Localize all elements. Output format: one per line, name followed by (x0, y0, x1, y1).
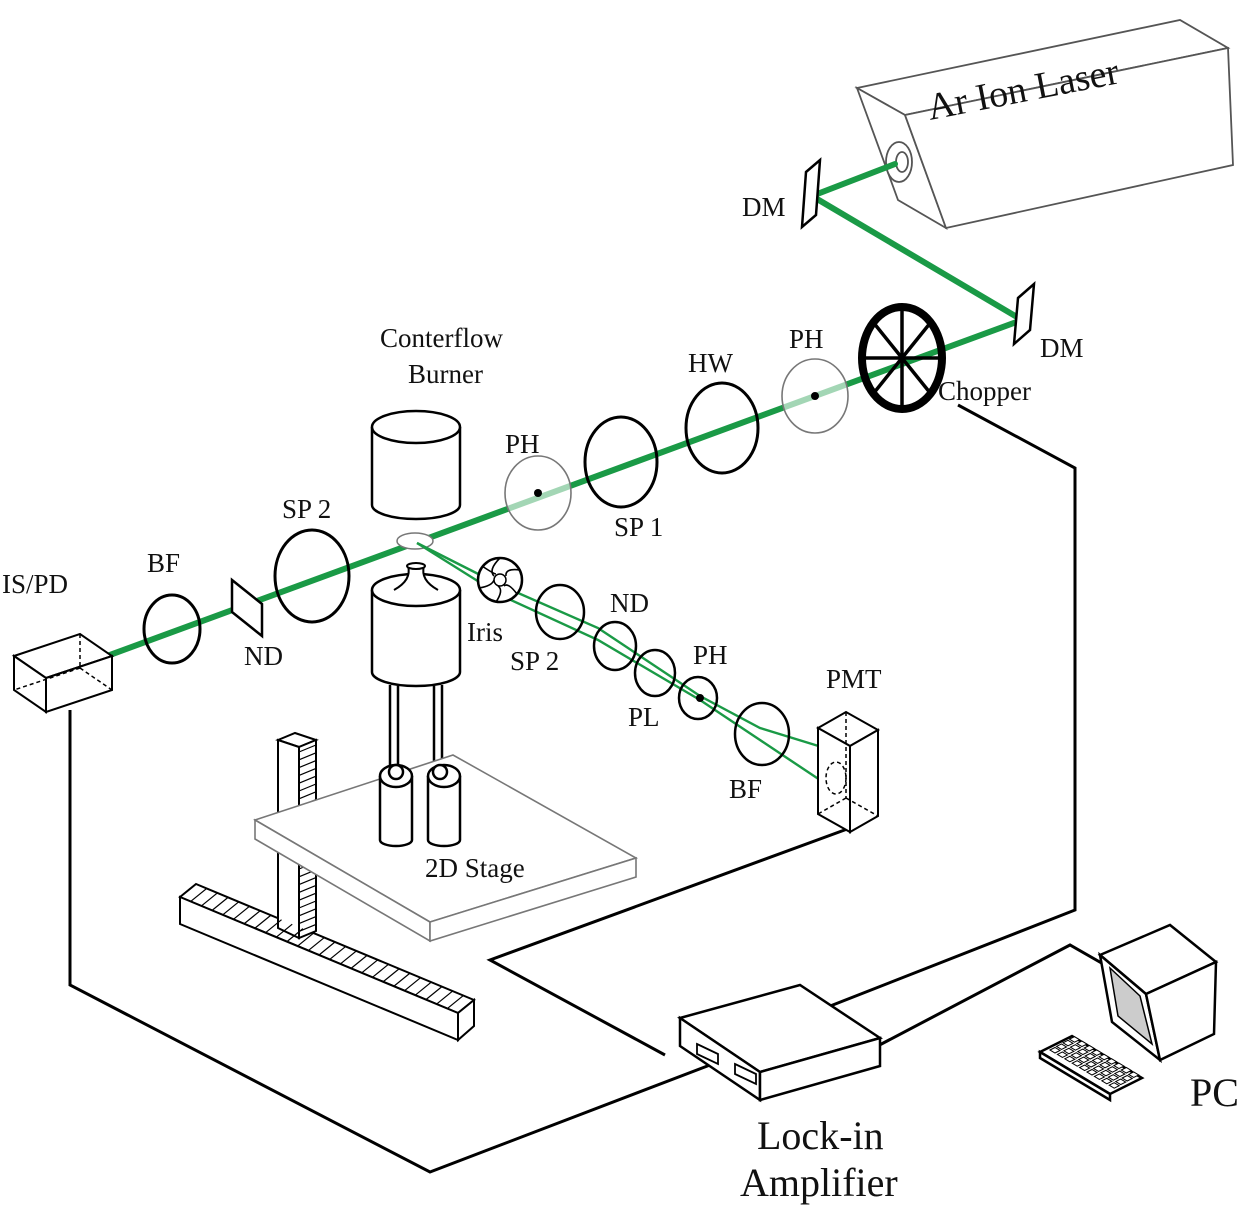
sp2-main-label: SP 2 (282, 494, 331, 524)
iris-icon (476, 556, 524, 604)
stage-label: 2D Stage (425, 853, 525, 883)
pinhole-top-icon (781, 358, 849, 434)
wire-chopper-lockin (819, 403, 1077, 1012)
sp2-det-label: SP 2 (510, 646, 559, 676)
ispd-label: IS/PD (2, 569, 68, 599)
pl-polarizer-icon (633, 648, 677, 698)
bf-main-label: BF (147, 548, 180, 578)
pmt-label: PMT (826, 664, 882, 694)
burner-support-cylinders (378, 763, 462, 848)
burner-label-line2: Burner (408, 359, 483, 389)
pc-computer-icon (1037, 923, 1219, 1103)
wire-lockin-pc (869, 943, 1106, 1052)
pinhole-det-icon (677, 675, 719, 721)
burner-label-line1: Conterflow (380, 323, 503, 353)
nd-det-filter-icon (592, 620, 638, 672)
sp2-main-lens-icon (273, 528, 351, 624)
lockin-label-line2: Amplifier (740, 1160, 898, 1205)
lock-in-amplifier (677, 983, 883, 1103)
pinhole-mid-icon (504, 455, 572, 531)
lockin-input-port-2 (734, 1062, 757, 1086)
pl-label: PL (628, 702, 660, 732)
chopper-label: Chopper (938, 376, 1031, 406)
lockin-input-port-1 (696, 1042, 719, 1066)
hw-label: HW (688, 348, 733, 378)
ph-mid-label: PH (505, 429, 540, 459)
pmt-detector (815, 710, 881, 834)
signal-wires (68, 403, 1106, 1174)
dichroic-mirror-top-icon (800, 157, 822, 230)
bf-det-label: BF (729, 774, 762, 804)
sp2-det-lens-icon (534, 583, 586, 641)
nd-filter-main-icon (230, 577, 264, 639)
nd-det-label: ND (610, 588, 649, 618)
sp1-lens-icon (583, 415, 659, 509)
ph-top-label: PH (789, 324, 824, 354)
iris-label: Iris (467, 617, 503, 647)
nd-main-label: ND (244, 641, 283, 671)
integrating-sphere-photodiode (11, 632, 115, 714)
pc-label: PC (1190, 1070, 1239, 1115)
lockin-label-line1: Lock-in (757, 1113, 884, 1158)
bf-main-filter-icon (142, 593, 202, 665)
ph-det-label: PH (693, 640, 728, 670)
dm-top-label: DM (742, 192, 786, 222)
half-wave-plate-icon (684, 381, 760, 475)
chopper-wheel-icon (858, 303, 946, 413)
bf-det-filter-icon (733, 701, 791, 767)
counterflow-burner (370, 409, 462, 775)
laser-beam-path (85, 161, 1025, 666)
dichroic-mirror-right-icon (1012, 281, 1036, 347)
ar-ion-laser (854, 19, 1234, 231)
dm-right-label: DM (1040, 333, 1084, 363)
keyboard-keys (1048, 1036, 1140, 1089)
wire-pmt-lockin (486, 826, 851, 1057)
sp1-label: SP 1 (614, 512, 663, 542)
wire-ispd-lockin (68, 710, 711, 1174)
